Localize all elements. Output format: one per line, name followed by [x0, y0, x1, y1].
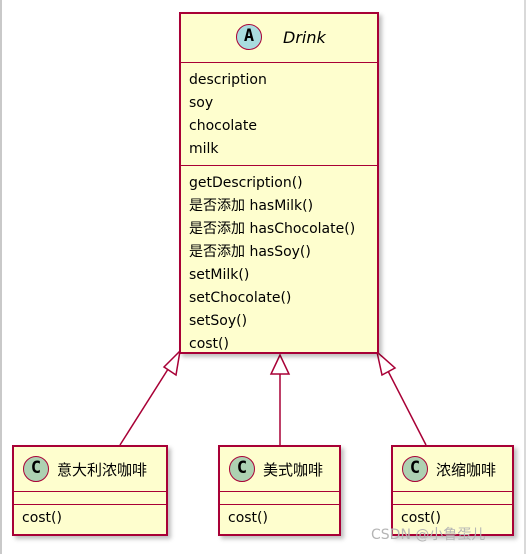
class-italian-espresso-methods: cost() — [14, 505, 166, 530]
class-drink-attributes: description soy chocolate milk — [181, 63, 377, 165]
class-americano-divider-methods — [220, 504, 339, 505]
abstract-class-badge-icon: A — [236, 24, 262, 50]
attribute-milk: milk — [189, 141, 219, 157]
class-espresso-title: 浓缩咖啡 — [436, 461, 497, 479]
class-drink-methods: getDescription() 是否添加 hasMilk() 是否添加 has… — [181, 166, 377, 356]
class-drink[interactable]: A Drink description soy chocolate milk g… — [179, 12, 379, 354]
method-has-soy: 是否添加 hasSoy() — [189, 244, 311, 260]
method-has-chocolate: 是否添加 hasChocolate() — [189, 221, 356, 237]
class-drink-header: A Drink — [181, 14, 377, 62]
class-italian-espresso-attributes — [14, 492, 166, 504]
class-italian-espresso[interactable]: C 意大利浓咖啡 cost() — [12, 445, 168, 536]
class-badge-icon: C — [229, 456, 255, 482]
class-drink-divider-attrs — [181, 62, 377, 63]
class-espresso-methods: cost() — [393, 505, 512, 530]
inheritance-arrowhead-american — [269, 353, 291, 375]
inheritance-line-italian — [119, 365, 171, 446]
class-espresso-divider-methods — [393, 504, 512, 505]
class-americano[interactable]: C 美式咖啡 cost() — [218, 445, 341, 536]
attribute-soy: soy — [189, 95, 214, 111]
class-espresso-divider-attrs — [393, 491, 512, 492]
class-americano-attributes — [220, 492, 339, 504]
class-americano-divider-attrs — [220, 491, 339, 492]
method-cost: cost() — [22, 510, 62, 526]
class-italian-espresso-header: C 意大利浓咖啡 — [14, 447, 166, 491]
inheritance-arrowhead-italian — [162, 348, 182, 377]
method-cost: cost() — [228, 510, 268, 526]
class-espresso-attributes — [393, 492, 512, 504]
class-italian-espresso-divider-methods — [14, 504, 166, 505]
class-drink-title: Drink — [283, 28, 326, 47]
class-badge-icon: C — [23, 456, 49, 482]
method-cost: cost() — [189, 336, 229, 352]
method-get-description: getDescription() — [189, 175, 303, 191]
class-americano-title: 美式咖啡 — [263, 461, 324, 479]
class-espresso-header: C 浓缩咖啡 — [393, 447, 512, 491]
attribute-chocolate: chocolate — [189, 118, 257, 134]
canvas-border-left — [0, 0, 2, 554]
attribute-description: description — [189, 72, 267, 88]
class-americano-methods: cost() — [220, 505, 339, 530]
inheritance-line-espresso — [387, 370, 427, 446]
class-badge-icon: C — [402, 456, 428, 482]
method-has-milk: 是否添加 hasMilk() — [189, 198, 314, 214]
method-cost: cost() — [401, 510, 441, 526]
class-italian-espresso-title: 意大利浓咖啡 — [57, 461, 148, 479]
watermark: CSDN @小鲁蛋儿 — [371, 527, 486, 543]
inheritance-arrowhead-espresso — [375, 349, 397, 377]
method-set-soy: setSoy() — [189, 313, 248, 329]
method-set-milk: setMilk() — [189, 267, 250, 283]
class-italian-espresso-divider-attrs — [14, 491, 166, 492]
method-set-chocolate: setChocolate() — [189, 290, 292, 306]
class-espresso[interactable]: C 浓缩咖啡 cost() — [391, 445, 514, 536]
class-americano-header: C 美式咖啡 — [220, 447, 339, 491]
canvas-border-right — [524, 0, 526, 554]
class-drink-divider-methods — [181, 165, 377, 166]
